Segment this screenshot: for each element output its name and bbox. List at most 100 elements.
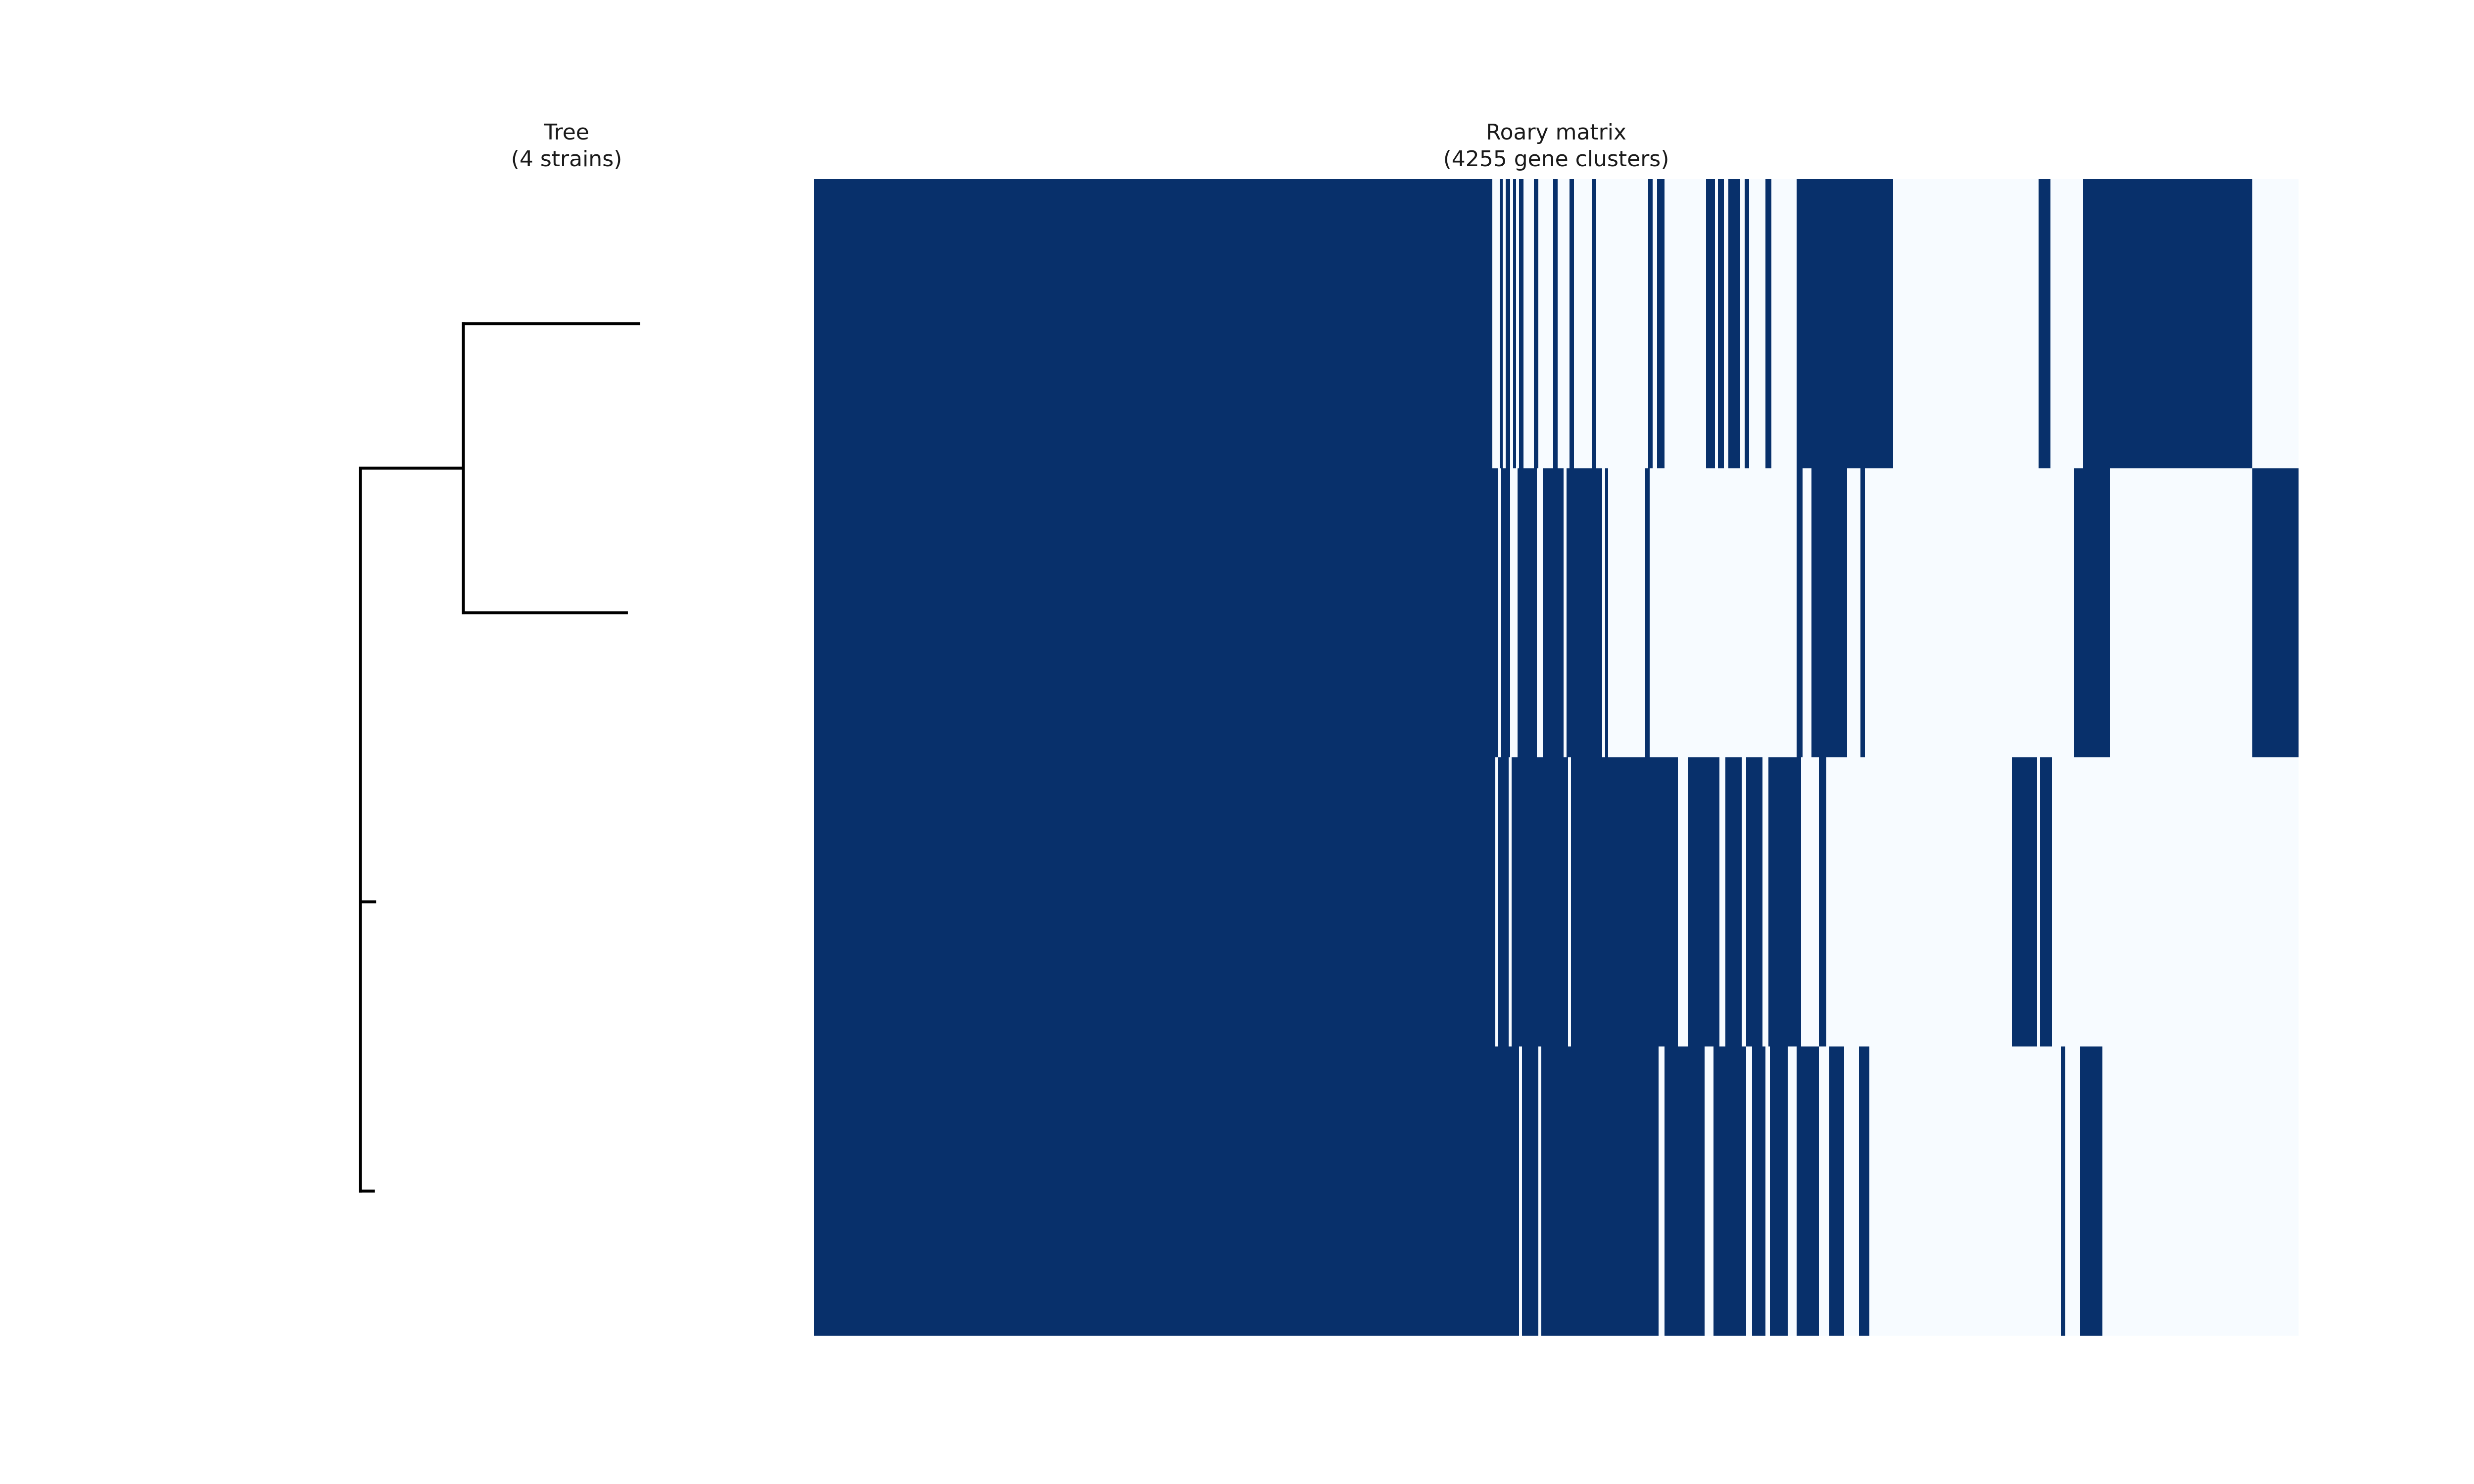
gene-present-cell: [1725, 757, 1742, 1047]
gene-present-cell: [1665, 1046, 1705, 1336]
gene-absent-cell: [1510, 468, 1518, 758]
gene-present-cell: [1512, 757, 1569, 1047]
gene-absent-cell: [1519, 1046, 1522, 1336]
gene-absent-cell: [1746, 1046, 1753, 1336]
gene-absent-cell: [1596, 179, 1649, 468]
gene-present-cell: [1571, 757, 1678, 1047]
gene-present-cell: [2061, 1046, 2066, 1336]
gene-absent-cell: [1665, 179, 1707, 468]
gene-present-cell: [1657, 179, 1665, 468]
gene-present-cell: [1752, 1046, 1766, 1336]
gene-absent-cell: [1503, 179, 1506, 468]
tree-subtitle: (4 strains): [511, 146, 622, 172]
gene-present-cell: [2074, 468, 2110, 758]
gene-present-cell: [1860, 468, 1865, 758]
gene-absent-cell: [1762, 757, 1769, 1047]
gene-absent-cell: [2065, 1046, 2081, 1336]
gene-absent-cell: [1705, 1046, 1714, 1336]
gene-present-cell: [1553, 179, 1558, 468]
gene-present-cell: [1500, 179, 1503, 468]
gene-absent-cell: [2052, 757, 2299, 1047]
tree-title: Tree: [543, 120, 589, 145]
gene-present-cell: [1498, 757, 1509, 1047]
gene-absent-cell: [1715, 179, 1718, 468]
gene-present-cell: [1519, 179, 1524, 468]
gene-absent-cell: [1740, 179, 1745, 468]
gene-present-cell: [1522, 1046, 1539, 1336]
gene-present-cell: [2039, 179, 2051, 468]
gene-absent-cell: [1801, 757, 1819, 1047]
gene-present-cell: [1768, 757, 1802, 1047]
gene-present-cell: [1765, 179, 1772, 468]
gene-present-cell: [1506, 179, 1511, 468]
gene-absent-cell: [1765, 1046, 1770, 1336]
gene-present-cell: [1570, 179, 1574, 468]
gene-present-cell: [1605, 468, 1609, 758]
gene-present-cell: [1770, 1046, 1788, 1336]
gene-absent-cell: [1492, 179, 1500, 468]
gene-absent-cell: [1847, 468, 1861, 758]
gene-present-cell: [1513, 179, 1517, 468]
gene-present-cell: [2083, 179, 2253, 468]
gene-absent-cell: [1844, 1046, 1859, 1336]
gene-present-cell: [1543, 468, 1564, 758]
gene-present-cell: [1797, 179, 1894, 468]
gene-present-cell: [2252, 468, 2299, 758]
gene-absent-cell: [1771, 179, 1797, 468]
gene-absent-cell: [1724, 179, 1729, 468]
gene-absent-cell: [1719, 757, 1726, 1047]
gene-present-cell: [1718, 179, 1724, 468]
gene-absent-cell: [1819, 1046, 1830, 1336]
gene-present-cell: [1713, 1046, 1747, 1336]
gene-absent-cell: [1574, 179, 1592, 468]
gene-absent-cell: [1893, 179, 2039, 468]
gene-present-cell: [1797, 1046, 1819, 1336]
gene-absent-cell: [1538, 179, 1554, 468]
roary-matrix-heatmap: [814, 179, 2299, 1336]
gene-absent-cell: [2252, 179, 2299, 468]
gene-present-cell: [1797, 468, 1803, 758]
core-genes-block: [814, 757, 1493, 1047]
gene-present-cell: [1567, 468, 1603, 758]
gene-absent-cell: [1650, 468, 1797, 758]
gene-present-cell: [1534, 179, 1539, 468]
gene-present-cell: [1859, 1046, 1870, 1336]
gene-present-cell: [1745, 179, 1750, 468]
gene-present-cell: [1829, 1046, 1845, 1336]
gene-present-cell: [1648, 179, 1653, 468]
gene-absent-cell: [1523, 179, 1534, 468]
gene-present-cell: [1706, 179, 1715, 468]
core-genes-block: [814, 1046, 1493, 1336]
matrix-title: Roary matrix: [1486, 120, 1626, 145]
gene-absent-cell: [1509, 757, 1512, 1047]
gene-present-cell: [1819, 757, 1827, 1047]
core-genes-block: [814, 179, 1493, 468]
gene-absent-cell: [1495, 757, 1499, 1047]
gene-present-cell: [2080, 1046, 2103, 1336]
phylogenetic-tree: [359, 322, 640, 1193]
gene-absent-cell: [1568, 757, 1571, 1047]
gene-present-cell: [2012, 757, 2038, 1047]
gene-absent-cell: [1803, 468, 1812, 758]
gene-absent-cell: [1538, 1046, 1542, 1336]
gene-absent-cell: [1602, 468, 1606, 758]
gene-present-cell: [2040, 757, 2052, 1047]
gene-absent-cell: [1558, 179, 1570, 468]
gene-absent-cell: [1749, 179, 1766, 468]
gene-absent-cell: [1510, 179, 1514, 468]
gene-absent-cell: [1865, 468, 2075, 758]
gene-absent-cell: [1659, 1046, 1665, 1336]
gene-absent-cell: [1742, 757, 1747, 1047]
gene-present-cell: [1728, 179, 1741, 468]
gene-absent-cell: [2102, 1046, 2299, 1336]
gene-absent-cell: [1516, 179, 1520, 468]
gene-absent-cell: [2110, 468, 2253, 758]
matrix-subtitle: (4255 gene clusters): [1443, 146, 1669, 172]
gene-absent-cell: [1653, 179, 1658, 468]
core-genes-block: [814, 468, 1493, 758]
gene-present-cell: [1811, 468, 1848, 758]
gene-absent-cell: [2050, 179, 2084, 468]
gene-absent-cell: [1678, 757, 1689, 1047]
gene-absent-cell: [1826, 757, 2012, 1047]
